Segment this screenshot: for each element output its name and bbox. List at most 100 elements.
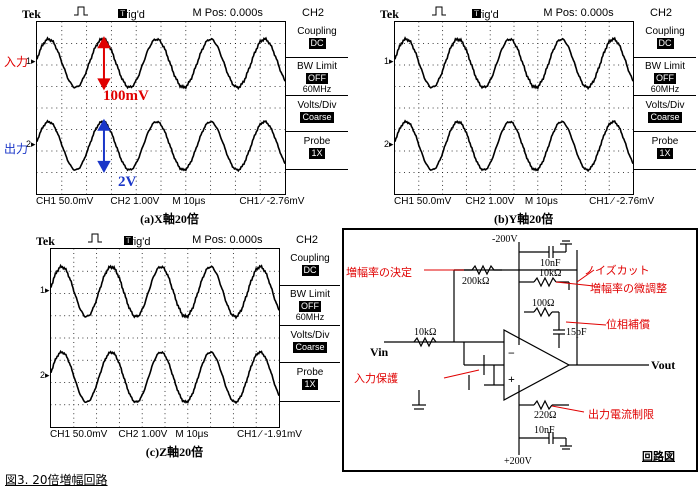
- time-scale: M 10μs: [524, 196, 558, 207]
- scope-side-menu: Coupling DC BW Limit OFF 60MHz Volts/Div…: [634, 21, 696, 193]
- trig-icon: T: [123, 236, 133, 245]
- ch1-marker: 1▸: [384, 56, 394, 67]
- scope-caption: (a)X軸20倍: [140, 212, 199, 226]
- volts-div-value: Coarse: [648, 112, 682, 124]
- volts-div-value: Coarse: [293, 341, 327, 353]
- vout-label: Vout: [651, 358, 676, 372]
- coupling-value: DC: [656, 38, 674, 50]
- volts-div-menu-item[interactable]: Volts/Div Coarse: [645, 100, 685, 124]
- bw-limit-value: OFF: [306, 72, 328, 84]
- pos-supply-label: +200V: [504, 456, 532, 467]
- resistor-100-label: 100Ω: [532, 298, 555, 309]
- scope-screen: [50, 248, 280, 428]
- brand-label: Tek: [36, 234, 55, 248]
- output-amplitude-label: 2V: [118, 174, 137, 190]
- probe-value: 1X: [309, 148, 325, 160]
- probe-menu-item[interactable]: Probe 1X: [303, 136, 331, 160]
- probe-value: 1X: [302, 379, 318, 391]
- input-label: 入力: [4, 55, 29, 69]
- waveform-display: [51, 249, 279, 427]
- trigger-pulse-icon: [432, 5, 446, 20]
- input-amplitude-label: 100mV: [103, 88, 149, 104]
- ch2-marker: 2▸: [384, 138, 394, 149]
- output-label: 出力: [4, 142, 29, 156]
- trig-icon: T: [118, 9, 128, 18]
- scope-side-menu: Coupling DC BW Limit OFF 60MHz Volts/Div…: [280, 248, 340, 426]
- bw-limit-value: OFF: [299, 300, 321, 312]
- m-pos-readout: M Pos: 0.000s: [192, 234, 263, 246]
- circuit-title: 回路図: [642, 450, 675, 463]
- brand-label: Tek: [380, 7, 399, 21]
- resistor-200k-label: 200kΩ: [462, 276, 490, 287]
- bw-limit-value: OFF: [654, 72, 676, 84]
- trig-icon: T: [471, 9, 481, 18]
- volts-div-value: Coarse: [300, 112, 334, 124]
- resistor-220-label: 220Ω: [534, 410, 557, 421]
- scope-screen: [394, 21, 634, 195]
- m-pos-readout: M Pos: 0.000s: [543, 7, 614, 19]
- probe-menu-item[interactable]: Probe 1X: [651, 136, 679, 160]
- trigger-pulse-icon: [88, 232, 102, 247]
- brand-label: Tek: [22, 7, 41, 21]
- ch2-waveform: [51, 349, 279, 405]
- time-scale: M 10μs: [172, 196, 206, 207]
- bw-limit-menu-item[interactable]: BW Limit OFF 60MHz: [645, 60, 685, 94]
- gain-decide-label: 増幅率の決定: [346, 266, 412, 279]
- ch1-scale: CH1 50.0mV: [50, 429, 108, 440]
- ch2-scale: CH2 1.00V: [110, 196, 160, 207]
- cap-15pf-label: 15pF: [566, 327, 587, 338]
- vin-label: Vin: [370, 345, 389, 359]
- channel-label: CH2: [296, 234, 319, 246]
- ch1-waveform: [37, 36, 285, 91]
- ch1-marker: 1▸: [40, 284, 50, 295]
- coupling-menu-item[interactable]: Coupling DC: [645, 26, 685, 50]
- ch1-scale: CH1 50.0mV: [36, 196, 94, 207]
- resistor-10k-input-label: 10kΩ: [414, 327, 437, 338]
- probe-value: 1X: [657, 148, 673, 160]
- ch1-waveform: [395, 36, 633, 91]
- fine-gain-label: 増幅率の微調整: [590, 282, 667, 295]
- ch2-scale: CH2 1.00V: [118, 429, 168, 440]
- scope-caption: (c)Z軸20倍: [145, 445, 204, 459]
- probe-menu-item[interactable]: Probe 1X: [296, 367, 324, 391]
- figure-title: 図3. 20倍増幅回路: [5, 473, 108, 487]
- current-limit-label: 出力電流制限: [588, 408, 654, 421]
- scope-bottom-readout: CH1 50.0mV CH2 1.00V M 10μs CH1 ∕ -2.76m…: [36, 196, 346, 208]
- ch2-waveform: [37, 119, 285, 173]
- resistor-10k-top-label: 10kΩ: [539, 268, 562, 279]
- coupling-menu-item[interactable]: Coupling DC: [290, 253, 330, 277]
- coupling-value: DC: [308, 38, 326, 50]
- trigger-level: CH1 ∕ -2.76mV: [239, 196, 305, 207]
- output-amplitude-arrow: [97, 118, 111, 173]
- cap-bottom-label: 10nF: [534, 425, 555, 436]
- opamp-minus-label: −: [508, 346, 515, 360]
- coupling-menu-item[interactable]: Coupling DC: [297, 26, 337, 50]
- ch2-marker: 2▸: [26, 138, 36, 149]
- ch2-scale: CH2 1.00V: [465, 196, 515, 207]
- scope-bottom-readout: CH1 50.0mV CH2 1.00V M 10μs CH1 ∕ -2.76m…: [394, 196, 694, 208]
- bw-limit-menu-item[interactable]: BW Limit OFF 60MHz: [297, 60, 337, 94]
- m-pos-readout: M Pos: 0.000s: [192, 7, 263, 19]
- cap-top-label: 10nF: [540, 258, 561, 269]
- scope-bottom-readout: CH1 50.0mV CH2 1.00V M 10μs CH1 ∕ -1.91m…: [50, 429, 338, 441]
- neg-supply-label: -200V: [492, 234, 518, 245]
- bw-limit-menu-item[interactable]: BW Limit OFF 60MHz: [290, 288, 330, 322]
- circuit-diagram: -200V 10nF ノイズカット 10kΩ 増幅率の微調整 増幅率の決定 20…: [342, 228, 698, 472]
- volts-div-menu-item[interactable]: Volts/Div Coarse: [297, 100, 337, 124]
- ch1-waveform: [51, 263, 279, 320]
- scope-screen: [36, 21, 286, 195]
- noise-cut-label: ノイズカット: [584, 264, 650, 277]
- phase-comp-label: 位相補償: [606, 318, 650, 331]
- ch2-waveform: [395, 119, 633, 173]
- volts-div-menu-item[interactable]: Volts/Div Coarse: [290, 329, 330, 353]
- ch1-marker: 1▸: [26, 56, 36, 67]
- coupling-value: DC: [301, 265, 319, 277]
- scope-side-menu: Coupling DC BW Limit OFF 60MHz Volts/Div…: [286, 21, 348, 193]
- scope-caption: (b)Y軸20倍: [493, 212, 554, 226]
- channel-label: CH2: [302, 7, 325, 19]
